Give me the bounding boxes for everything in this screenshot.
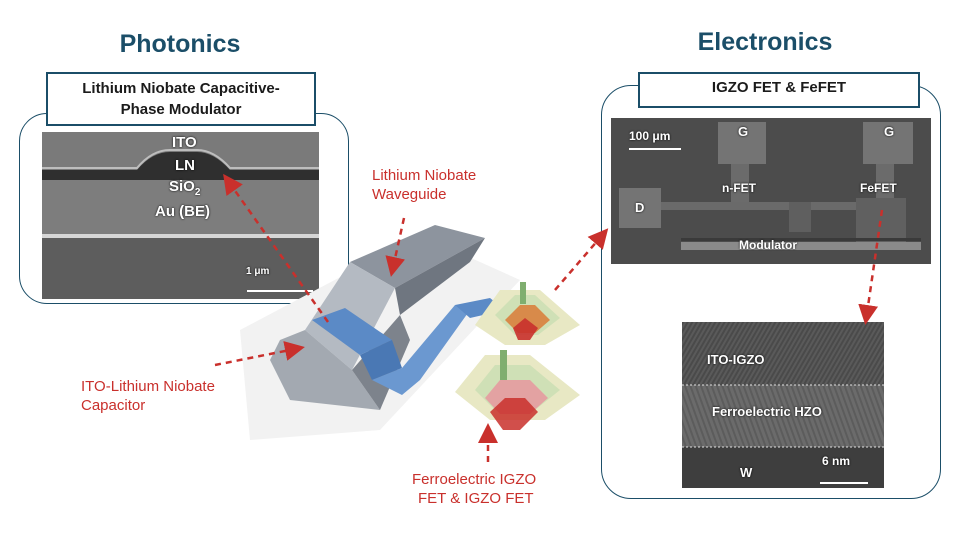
- waveguide-label: Lithium Niobate Waveguide: [372, 167, 477, 203]
- arrow-sem-to-capacitor: [223, 173, 330, 323]
- micrograph-scale-bar: [629, 148, 681, 150]
- sem-image: ITO LN SiO2 Au (BE) 1 μm: [42, 132, 319, 299]
- electronics-heading: Electronics: [697, 28, 833, 56]
- tem-label-w: W: [740, 465, 753, 480]
- fet-label: Ferroelectric IGZO FET & IGZO FET: [412, 471, 537, 507]
- fet-upper: [475, 282, 580, 345]
- micrograph-label-fefet: FeFET: [860, 181, 897, 195]
- arrow-waveguide-label: [385, 217, 406, 277]
- tem-image: ITO-IGZO Ferroelectric HZO W 6 nm: [682, 322, 884, 488]
- tem-scale-label: 6 nm: [822, 454, 851, 468]
- arrow-fefet-to-tem: [858, 209, 884, 325]
- tem-scale-bar: [820, 482, 868, 484]
- micrograph-scale-label: 100 μm: [629, 129, 671, 143]
- ito-capacitor-electrode: [312, 298, 505, 395]
- sem-scale-bar: [247, 290, 313, 292]
- device-micrograph: 100 μm G G D n-FET FeFET Modulator: [611, 118, 931, 264]
- arrow-capacitor-label: [214, 341, 305, 367]
- sem-label-au: Au (BE): [155, 203, 210, 220]
- fet-lower: [455, 350, 580, 430]
- photonics-heading: Photonics: [119, 30, 241, 58]
- arrow-fet-to-micrograph: [554, 228, 609, 291]
- micrograph-label-modulator: Modulator: [739, 238, 797, 252]
- micrograph-label-d: D: [635, 200, 645, 215]
- tem-label-ito-igzo: ITO-IGZO: [707, 352, 765, 367]
- sem-scale-label: 1 μm: [246, 266, 270, 277]
- micrograph-label-g-right: G: [884, 124, 895, 139]
- electronics-title-box: IGZO FET & FeFET: [638, 72, 920, 108]
- sem-label-ln: LN: [175, 157, 195, 174]
- photonics-title-box: Lithium Niobate Capacitive- Phase Modula…: [46, 72, 316, 126]
- sem-label-sio2: SiO2: [169, 178, 201, 198]
- sem-label-ito: ITO: [172, 134, 197, 151]
- photonics-title-line1: Lithium Niobate Capacitive-: [82, 80, 280, 97]
- micrograph-label-nfet: n-FET: [722, 181, 756, 195]
- tem-label-hzo: Ferroelectric HZO: [712, 404, 822, 419]
- micrograph-label-g-left: G: [738, 124, 749, 139]
- capacitor-label: ITO-Lithium Niobate Capacitor: [81, 378, 215, 414]
- photonics-title-line2: Phase Modulator: [120, 101, 242, 118]
